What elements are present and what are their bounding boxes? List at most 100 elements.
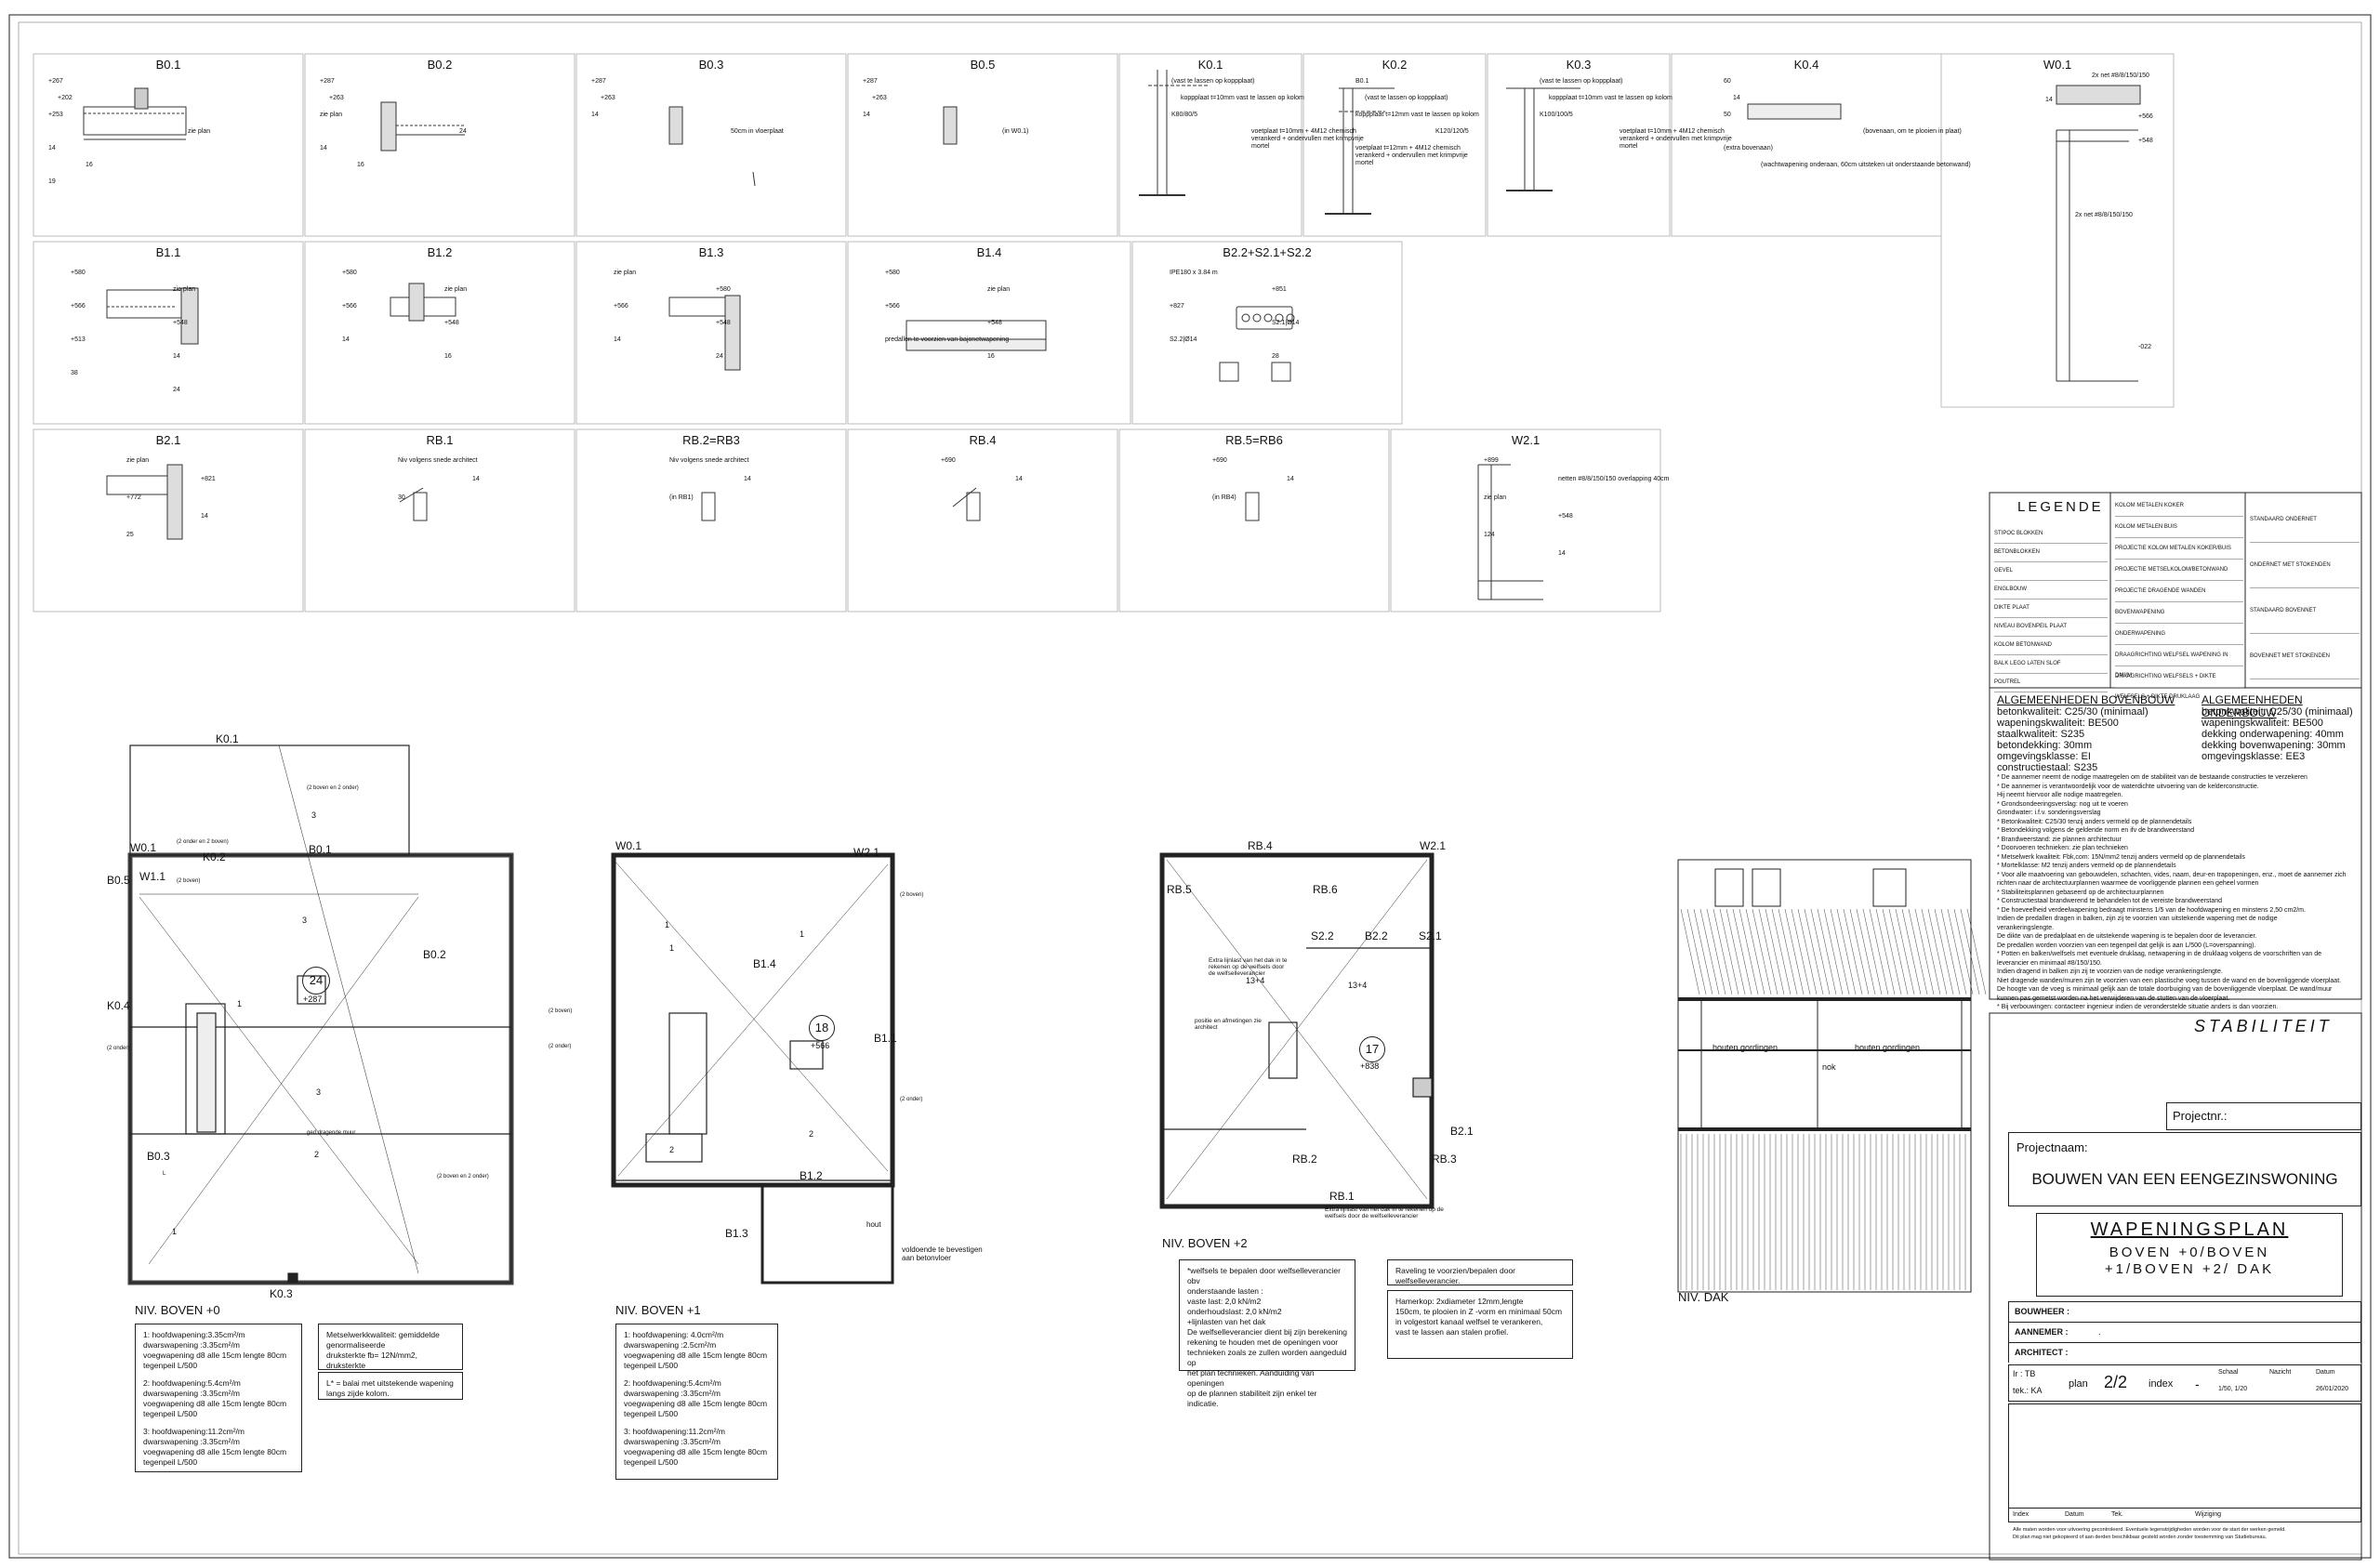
general-line: De hoogte van de voeg is minimaal gelijk… [1997, 986, 2333, 993]
note-line: voegwapening d8 alle 15cm lengte 80cm [143, 1351, 287, 1360]
detail-title: RB.1 [426, 433, 454, 447]
element-tag: S2.1 [1419, 929, 1442, 942]
scale-label: Schaal [2218, 1369, 2239, 1376]
detail-note: Niv volgens snede architect [398, 457, 478, 464]
detail-note: S2.2|Ø14 [1170, 336, 1197, 343]
detail-row-2 [33, 241, 1403, 425]
legend-item: GEVEL [1994, 562, 2108, 581]
note-line: vast te lassen aan stalen profiel. [1395, 1327, 1509, 1337]
legend-item: STIPOC BLOKKEN [1994, 525, 2108, 544]
note-line: vaste last: 2,0 kN/m2 [1187, 1297, 1262, 1306]
detail-note: predallen te voorzien van bajonetwapenin… [885, 336, 1010, 343]
legend-item: STANDAARD ONDERNET [2250, 497, 2360, 543]
note-line: L* = balai met uitstekende wapening [326, 1378, 454, 1388]
detail-note: IPE180 x 3.84 m [1170, 270, 1218, 276]
detail-note: +267 [48, 78, 63, 85]
element-tag: B1.1 [874, 1032, 897, 1045]
general-line: Niet dragende wanden/muren zijn te voorz… [1997, 977, 2342, 984]
detail-note: +580 [885, 270, 900, 276]
detail-note: 30 [398, 494, 405, 501]
note-line: voegwapening d8 alle 15cm lengte 80cm [624, 1399, 768, 1408]
detail-note: -022 [2138, 344, 2152, 350]
general-line: Grondwater: i.f.v. sonderingsverslag [1997, 810, 2101, 816]
detail-note: +548 [2138, 138, 2153, 144]
general-line: Hij neemt hiervoor alle nodige maatregel… [1997, 792, 2123, 798]
detail-note: 38 [71, 370, 78, 376]
general-line: * Constructiestaal brandwerend te behand… [1997, 898, 2223, 904]
detail-note: +566 [885, 303, 900, 310]
note-line: dwarswapening :3.35cm²/m [143, 1340, 240, 1350]
slab-number: 1 [665, 920, 670, 929]
detail-title: RB.4 [969, 433, 997, 447]
legend-item: KOLOM METALEN KOKER [2115, 495, 2243, 517]
element-tag: B1.4 [753, 957, 776, 970]
detail-note: netten #8/8/150/150 overlapping 40cm [1558, 476, 1670, 482]
detail-note: K120/120/5 [1435, 128, 1469, 135]
plan-label: plan [2069, 1378, 2088, 1390]
index-value: - [2195, 1377, 2200, 1391]
detail-note: +287 [863, 78, 878, 85]
slab-number: 1 [800, 929, 805, 939]
detail-note: zie plan [188, 128, 211, 135]
legend-item: BETONBLOKKEN [1994, 544, 2108, 562]
detail-title: W2.1 [1511, 433, 1540, 447]
detail-note: 16 [357, 162, 364, 168]
level-marker-boven-2: 17 [1359, 1036, 1385, 1062]
general-line: * Betonkwaliteit: C25/30 tenzij anders v… [1997, 818, 2192, 825]
element-tag: K0.3 [270, 1287, 293, 1300]
note-line: op de plannen stabiliteit zijn enkel ter… [1187, 1389, 1317, 1408]
element-tag: W0.1 [615, 839, 642, 852]
footer-note-1: Alle maten worden voor uitvoering gecont… [2013, 1527, 2286, 1533]
legend-frame [1989, 492, 2362, 1561]
general-line: betonkwaliteit: C25/30 (minimaal) [1997, 706, 2149, 718]
plan-note: (2 boven en 2 onder) [307, 785, 359, 791]
legend-title: LEGENDE [2017, 499, 2104, 515]
general-bullets: * De aannemer neemt de nodige maatregele… [1997, 773, 2358, 1012]
detail-note: zie plan [1484, 494, 1507, 501]
plan-note: Extra lijnlast van het dak in te rekenen… [1325, 1206, 1444, 1219]
legend-item: POUTREL [1994, 674, 2108, 692]
project-box: Projectnaam: BOUWEN VAN EEN EENGEZINSWON… [2008, 1132, 2361, 1206]
detail-note: +287 [320, 78, 335, 85]
detail-note: 14 [2045, 97, 2053, 103]
outer-frame [8, 14, 2372, 1559]
plan-note: Extra lijnlast van het dak in te rekenen… [1209, 957, 1288, 977]
plan-label-boven-1: NIV. BOVEN +1 [615, 1303, 701, 1317]
element-tag: RB.5 [1167, 883, 1192, 896]
detail-note: zie plan [126, 457, 150, 464]
note-line: rekening te houden met de openingen voor [1187, 1337, 1339, 1347]
drafter-label: tek.: KA [2013, 1386, 2043, 1395]
plan-note: (2 onder) [549, 1044, 572, 1049]
detail-note: +253 [48, 112, 63, 118]
detail-row-1 [33, 53, 2175, 408]
detail-note: zie plan [614, 270, 637, 276]
note-line: De welfselleverancier dient bij zijn ber… [1187, 1327, 1347, 1337]
detail-note: +566 [342, 303, 357, 310]
plan-note: (2 boven) [549, 1008, 573, 1014]
element-tag: B1.2 [800, 1169, 823, 1182]
note-line: voegwapening d8 alle 15cm lengte 80cm [624, 1351, 768, 1360]
element-tag: B2.2 [1365, 929, 1388, 942]
revision-header: Index [2013, 1511, 2030, 1518]
detail-note: 14 [201, 513, 208, 520]
slab-number: 1 [172, 1227, 178, 1236]
element-tag: W0.1 [130, 841, 157, 854]
general-onder-list: betonkwaliteit: C25/30 (minimaal)wapenin… [2202, 706, 2353, 762]
detail-note: zie plan [444, 286, 468, 293]
detail-note: zie plan [987, 286, 1011, 293]
slab-number: 13+4 [1246, 976, 1265, 985]
detail-note: +548 [1558, 513, 1573, 520]
element-tag: B1.3 [725, 1227, 748, 1240]
party-label: BOUWHEER : [2015, 1307, 2069, 1316]
detail-note: 16 [987, 353, 995, 360]
detail-note: +263 [601, 95, 615, 101]
party-label: ARCHITECT : [2015, 1348, 2069, 1357]
element-tag: RB.3 [1432, 1153, 1457, 1166]
note-line: 150cm, te plooien in Z -vorm en minimaal… [1395, 1307, 1563, 1316]
note-line: dwarswapening :3.35cm²/m [143, 1389, 240, 1398]
detail-note: 2x net #8/8/150/150 [2075, 212, 2133, 218]
